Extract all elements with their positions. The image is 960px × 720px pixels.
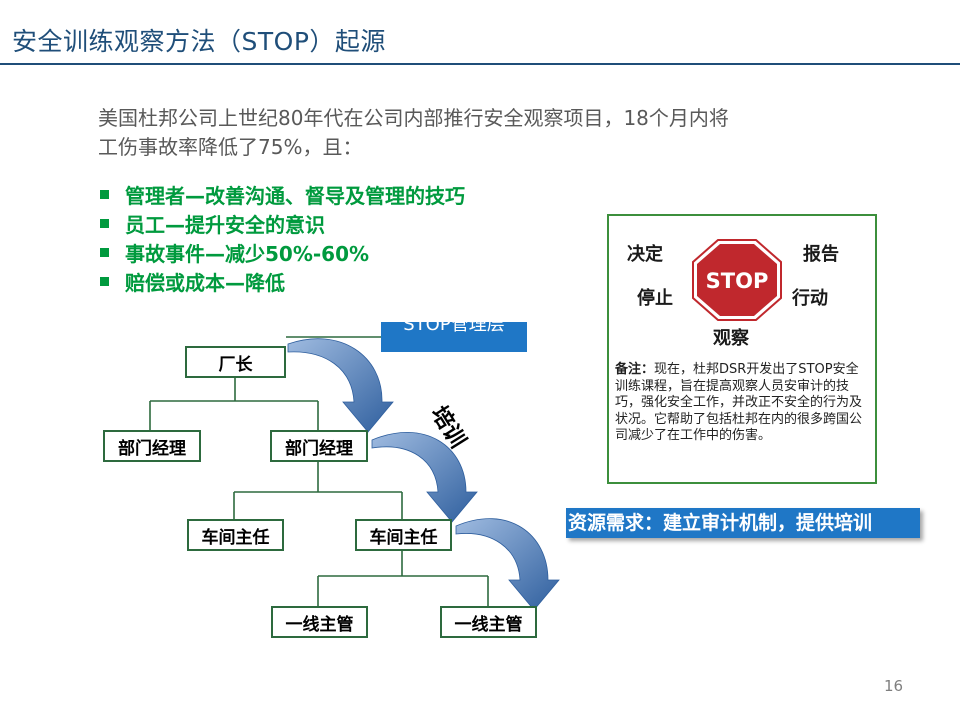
stop-note: 备注：现在，杜邦DSR开发出了STOP安全训练课程，旨在提高观察人员安审计的技巧… xyxy=(615,362,871,445)
benefit-item: 事故事件—减少50%-60% xyxy=(100,238,465,267)
benefit-item: 赔偿或成本—降低 xyxy=(100,267,465,296)
frontline-supervisor-box-left: 一线主管 xyxy=(271,606,368,638)
curved-arrow-icon xyxy=(455,518,560,611)
curved-arrow-icon xyxy=(287,338,394,433)
resource-requirement-banner: 资源需求：建立审计机制，提供培训 xyxy=(566,508,920,538)
benefit-item: 员工—提升安全的意识 xyxy=(100,209,465,238)
stop-cycle-observe: 观察 xyxy=(713,328,749,349)
stop-cycle-act: 行动 xyxy=(792,288,828,309)
stop-sign-icon: STOP xyxy=(692,239,782,321)
note-text: 现在，杜邦DSR开发出了STOP安全训练课程，旨在提高观察人员安审计的技巧，强化… xyxy=(615,362,863,443)
stop-cycle-stop: 停止 xyxy=(637,288,673,309)
benefit-list: 管理者—改善沟通、督导及管理的技巧 员工—提升安全的意识 事故事件—减少50%-… xyxy=(100,180,465,296)
square-bullet-icon xyxy=(100,277,109,286)
stop-cycle-panel: 决定 报告 停止 行动 观察 STOP 备注：现在，杜邦DSR开发出了STOP安… xyxy=(607,214,877,484)
note-label: 备注： xyxy=(615,362,655,377)
stop-cycle-report: 报告 xyxy=(803,244,839,265)
curved-arrow-icon xyxy=(371,431,478,523)
frontline-supervisor-box-right: 一线主管 xyxy=(440,606,537,638)
workshop-supervisor-box-left: 车间主任 xyxy=(187,519,284,551)
stop-sign-text: STOP xyxy=(706,269,769,293)
square-bullet-icon xyxy=(100,190,109,199)
dept-manager-box-right: 部门经理 xyxy=(270,430,368,462)
dept-manager-box-left: 部门经理 xyxy=(103,430,201,462)
square-bullet-icon xyxy=(100,219,109,228)
slide-title: 安全训练观察方法（STOP）起源 xyxy=(12,27,386,56)
director-box: 厂长 xyxy=(185,346,286,378)
intro-line-1: 美国杜邦公司上世纪80年代在公司内部推行安全观察项目，18个月内将 xyxy=(98,106,729,130)
intro-line-2: 工伤事故率降低了75%，且： xyxy=(98,135,363,159)
stop-management-box: STOP管理层 xyxy=(381,322,527,352)
workshop-supervisor-box-right: 车间主任 xyxy=(355,519,452,551)
benefit-item: 管理者—改善沟通、督导及管理的技巧 xyxy=(100,180,465,209)
stop-cycle-decide: 决定 xyxy=(627,244,663,265)
square-bullet-icon xyxy=(100,248,109,257)
title-divider xyxy=(0,63,960,65)
page-number: 16 xyxy=(884,677,904,695)
